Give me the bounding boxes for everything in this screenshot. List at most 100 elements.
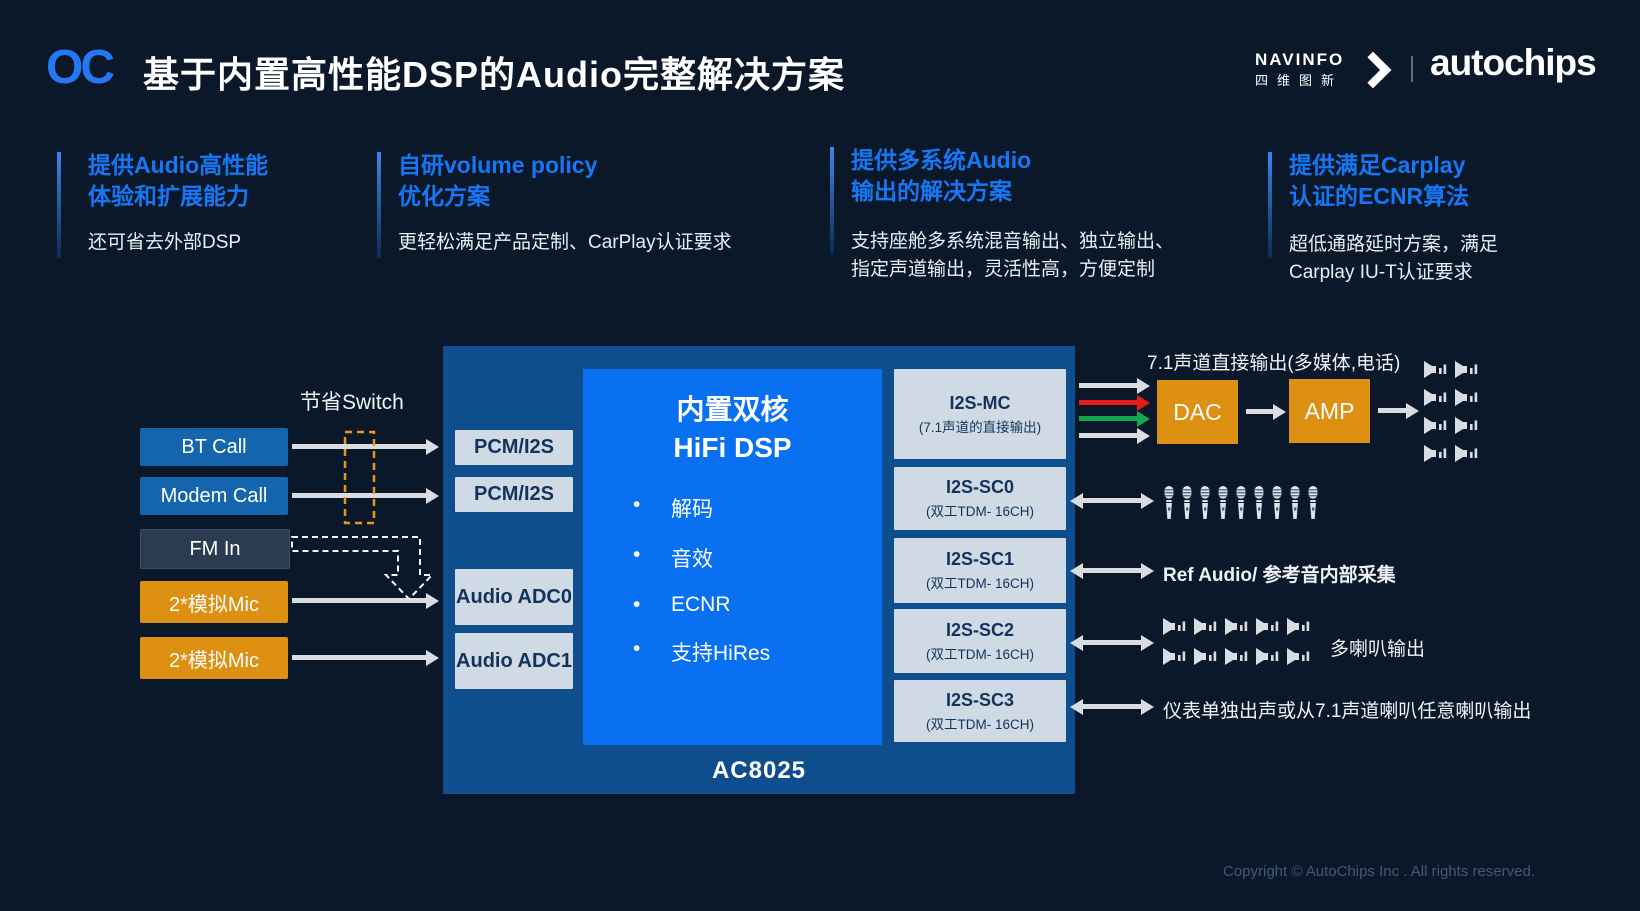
mic-icon bbox=[1181, 486, 1193, 519]
switch-saving-label: 节省Switch bbox=[300, 391, 404, 414]
i2s-title: I2S-SC3 bbox=[945, 689, 1015, 710]
speaker-icon bbox=[1455, 445, 1481, 462]
i2s-title: I2S-MC bbox=[949, 392, 1011, 413]
speaker-icon bbox=[1225, 618, 1251, 635]
if-i2s-sc3: I2S-SC3 (双工TDM- 16CH) bbox=[894, 680, 1066, 742]
multi-speaker-row-2 bbox=[1163, 648, 1313, 665]
arrow-mc-out-1 bbox=[1079, 377, 1150, 394]
feature-accent-bar bbox=[830, 147, 834, 253]
amp-box: AMP bbox=[1289, 379, 1370, 443]
feature-heading: 自研volume policy 优化方案 bbox=[398, 152, 598, 209]
feature-heading: 提供Audio高性能 体验和扩展能力 bbox=[88, 152, 269, 209]
speaker-icon bbox=[1163, 648, 1189, 665]
i2s-title: I2S-SC1 bbox=[945, 549, 1015, 569]
chip-name: AC8025 bbox=[711, 757, 807, 784]
dsp-feature-item: ECNR bbox=[633, 593, 882, 617]
if-i2s-sc1: I2S-SC1 (双工TDM- 16CH) bbox=[894, 538, 1066, 603]
speaker-icon bbox=[1455, 361, 1481, 378]
speaker-icon bbox=[1424, 445, 1450, 462]
fm-dashed-arrow bbox=[291, 536, 435, 601]
if-pcm-i2s-2: PCM/I2S bbox=[455, 477, 573, 512]
if-i2s-sc0: I2S-SC0 (双工TDM- 16CH) bbox=[894, 467, 1066, 530]
navinfo-logo: NAVINFO bbox=[1255, 50, 1345, 69]
speaker-grid-7-1 bbox=[1424, 361, 1486, 462]
arrow-mc-out-green bbox=[1079, 410, 1150, 427]
arrow-mic2-to-chip bbox=[292, 649, 439, 666]
mic-array bbox=[1163, 486, 1319, 519]
speaker-icon bbox=[1455, 389, 1481, 406]
multi-speaker-row-1 bbox=[1163, 618, 1313, 635]
if-i2s-mc: I2S-MC (7.1声道的直接输出) bbox=[894, 369, 1066, 459]
feature-heading: 提供多系统Audio 输出的解决方案 bbox=[851, 147, 1032, 204]
speaker-icon bbox=[1194, 648, 1220, 665]
i2s-title: I2S-SC0 bbox=[945, 477, 1015, 497]
arrow-mc-out-2 bbox=[1079, 427, 1150, 444]
page-title: 基于内置高性能DSP的Audio完整解决方案 bbox=[143, 54, 845, 95]
i2s-sub: (双工TDM- 16CH) bbox=[926, 716, 1034, 732]
if-audio-adc0: Audio ADC0 bbox=[455, 569, 573, 625]
i2s-title: I2S-SC2 bbox=[945, 619, 1015, 640]
arrow-sc3-bidirectional bbox=[1070, 698, 1154, 715]
if-i2s-sc2: I2S-SC2 (双工TDM- 16CH) bbox=[894, 609, 1066, 673]
mic-icon bbox=[1271, 486, 1283, 519]
logo-divider bbox=[1411, 56, 1413, 82]
input-analog-mic-2: 2*模拟Mic bbox=[140, 637, 288, 679]
speaker-icon bbox=[1163, 618, 1189, 635]
feature-accent-bar bbox=[57, 152, 61, 258]
speaker-icon bbox=[1287, 618, 1313, 635]
multi-speaker-label: 多喇叭输出 bbox=[1330, 639, 1426, 660]
if-pcm-i2s-1: PCM/I2S bbox=[455, 430, 573, 465]
dac-box: DAC bbox=[1157, 380, 1238, 444]
cluster-output-label: 仪表单独出声或从7.1声道喇叭任意喇叭输出 bbox=[1163, 701, 1532, 722]
ref-audio-label: Ref Audio/ 参考音内部采集 bbox=[1163, 565, 1396, 586]
mic-icon bbox=[1289, 486, 1301, 519]
arrow-mic1-to-chip bbox=[292, 592, 439, 609]
feature-body: 更轻松满足产品定制、CarPlay认证要求 bbox=[398, 232, 732, 253]
speaker-icon bbox=[1424, 361, 1450, 378]
dsp-title: 内置双核 HiFi DSP bbox=[673, 394, 792, 463]
feature-body: 超低通路延时方案，满足 Carplay IU-T认证要求 bbox=[1289, 234, 1499, 283]
arrow-modem-to-chip bbox=[292, 487, 439, 504]
chevron-right-icon bbox=[1354, 51, 1392, 89]
arrow-sc0-bidirectional bbox=[1070, 492, 1154, 509]
input-analog-mic-1: 2*模拟Mic bbox=[140, 581, 288, 623]
speaker-icon bbox=[1256, 648, 1282, 665]
arrow-bt-to-chip bbox=[292, 438, 439, 455]
feature-accent-bar bbox=[377, 152, 381, 258]
mic-icon bbox=[1253, 486, 1265, 519]
if-audio-adc1: Audio ADC1 bbox=[455, 633, 573, 689]
i2s-sub: (7.1声道的直接输出) bbox=[918, 419, 1042, 435]
feature-body: 还可省去外部DSP bbox=[88, 232, 242, 253]
arrow-amp-to-speakers bbox=[1378, 402, 1419, 419]
arrow-dac-to-amp bbox=[1246, 403, 1286, 420]
mic-icon bbox=[1217, 486, 1229, 519]
speaker-icon bbox=[1455, 417, 1481, 434]
input-fm-in: FM In bbox=[140, 529, 290, 569]
input-bt-call: BT Call bbox=[140, 428, 288, 466]
dsp-feature-item: 解码 bbox=[633, 493, 882, 523]
i2s-sub: (双工TDM- 16CH) bbox=[926, 576, 1034, 591]
feature-accent-bar bbox=[1268, 152, 1272, 258]
mic-icon bbox=[1235, 486, 1247, 519]
navinfo-logo-chinese: 四维图新 bbox=[1255, 73, 1344, 88]
dsp-block: 内置双核 HiFi DSP 解码 音效 ECNR 支持HiRes bbox=[583, 369, 882, 745]
mic-icon bbox=[1163, 486, 1175, 519]
speaker-icon bbox=[1424, 389, 1450, 406]
dsp-feature-item: 支持HiRes bbox=[633, 637, 882, 667]
speaker-icon bbox=[1256, 618, 1282, 635]
speaker-icon bbox=[1287, 648, 1313, 665]
speaker-icon bbox=[1194, 618, 1220, 635]
autochips-logo-mark: OC bbox=[46, 41, 115, 94]
dsp-feature-item: 音效 bbox=[633, 543, 882, 573]
feature-heading: 提供满足Carplay 认证的ECNR算法 bbox=[1289, 152, 1470, 209]
speaker-icon bbox=[1225, 648, 1251, 665]
i2s-sub: (双工TDM- 16CH) bbox=[926, 504, 1034, 519]
dsp-feature-list: 解码 音效 ECNR 支持HiRes bbox=[633, 493, 882, 667]
i2s-sub: (双工TDM- 16CH) bbox=[926, 646, 1034, 662]
arrow-sc1-bidirectional bbox=[1070, 562, 1154, 579]
input-modem-call: Modem Call bbox=[140, 477, 288, 515]
mic-icon bbox=[1199, 486, 1211, 519]
direct-output-label: 7.1声道直接输出(多媒体,电话) bbox=[1147, 353, 1401, 374]
speaker-icon bbox=[1424, 417, 1450, 434]
